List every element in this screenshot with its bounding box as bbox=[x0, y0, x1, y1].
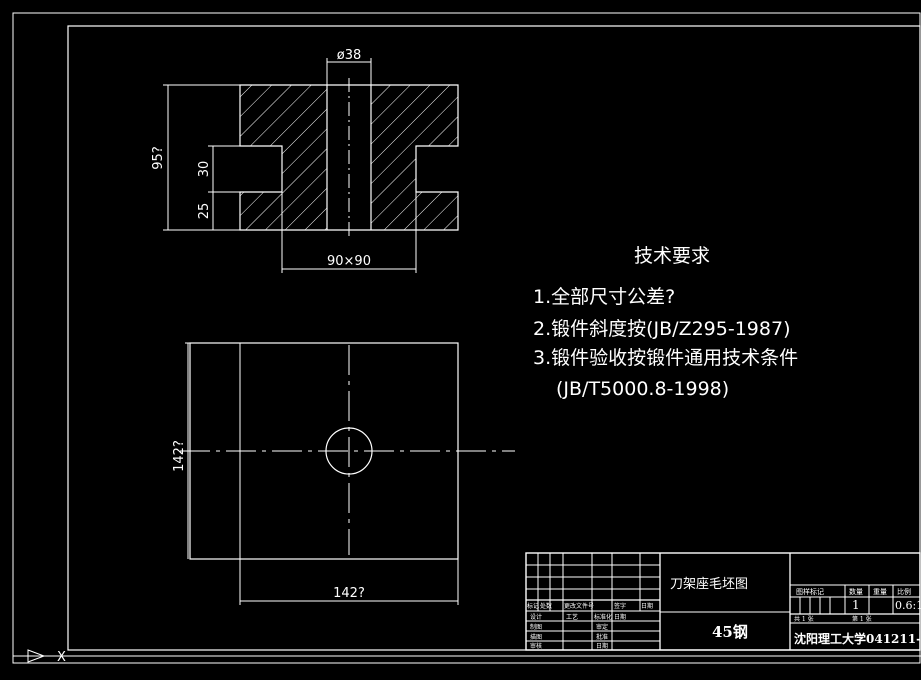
dim-plan-height: 142? bbox=[172, 440, 187, 472]
tech-requirements: 技术要求 1.全部尺寸公差? 2.锻件斜度按(JB/Z295-1987) 3.锻… bbox=[533, 245, 798, 400]
slot-right bbox=[416, 146, 458, 192]
tech-requirement-item: 3.锻件验收按锻件通用技术条件 bbox=[533, 347, 798, 369]
dim-slot-height: 30 bbox=[197, 161, 212, 178]
dim-top-hole-dia: ø38 bbox=[337, 48, 362, 63]
dim-base-width: 90×90 bbox=[327, 254, 371, 269]
inner-frame bbox=[67, 25, 921, 651]
quantity: 1 bbox=[852, 598, 860, 612]
sheet-total: 共 1 张 bbox=[794, 615, 814, 623]
tb-revision-cell: 处数 bbox=[540, 602, 552, 610]
section-view: ø38 95? 30 25 90×90 bbox=[151, 48, 459, 273]
tb-revision-cell: 日期 bbox=[641, 602, 653, 610]
plan-view: 142? 142? bbox=[172, 342, 515, 605]
dim-overall-height: 95? bbox=[151, 146, 166, 169]
tb-revision-cell: 更改文件号 bbox=[564, 602, 594, 610]
tech-requirements-title: 技术要求 bbox=[634, 245, 710, 267]
dim-base-height: 25 bbox=[197, 203, 212, 220]
tb-role: 设计 bbox=[530, 613, 542, 621]
tb-header-cell: 重量 bbox=[873, 588, 887, 596]
tb-role: 工艺 bbox=[566, 613, 578, 621]
sheet-no: 第 1 张 bbox=[852, 615, 872, 623]
material: 45钢 bbox=[712, 623, 748, 641]
tb-role: 日期 bbox=[596, 642, 608, 650]
tb-header-cell: 比例 bbox=[897, 587, 911, 596]
title-block-frame bbox=[525, 552, 921, 651]
ucs-x-icon: X bbox=[57, 650, 66, 665]
tb-role: 审核 bbox=[530, 642, 542, 650]
tb-revision-cell: 标记 bbox=[527, 602, 539, 610]
tb-role: 日期 bbox=[614, 613, 626, 621]
slot-left bbox=[240, 146, 282, 192]
tb-header-cell: 数量 bbox=[849, 587, 863, 596]
tech-requirement-item: 2.锻件斜度按(JB/Z295-1987) bbox=[533, 318, 790, 340]
scale: 0.6:1 bbox=[895, 599, 921, 612]
tech-requirement-item: (JB/T5000.8-1998) bbox=[556, 378, 729, 400]
section-outline bbox=[239, 84, 459, 231]
org-code: 沈阳理工大学041211-01 bbox=[794, 631, 921, 646]
tb-revision-cell: 签字 bbox=[614, 602, 626, 610]
title-block-text: 刀架座毛坯图 45钢 沈阳理工大学041211-01 1 0.6:1 共 1 张… bbox=[527, 577, 921, 650]
tech-requirement-item: 1.全部尺寸公差? bbox=[533, 286, 675, 308]
tb-role: 制图 bbox=[530, 623, 542, 631]
tb-role: 标准化 bbox=[594, 613, 612, 621]
tb-role: 描图 bbox=[530, 633, 542, 641]
title-block bbox=[525, 552, 921, 651]
drawing-name: 刀架座毛坯图 bbox=[670, 577, 748, 592]
tb-role: 批准 bbox=[596, 633, 608, 641]
dim-plan-width: 142? bbox=[333, 586, 365, 601]
tb-role: 审定 bbox=[596, 623, 608, 631]
tb-header-cell: 图样标记 bbox=[796, 587, 824, 596]
ucs-arrow-icon bbox=[27, 649, 46, 663]
